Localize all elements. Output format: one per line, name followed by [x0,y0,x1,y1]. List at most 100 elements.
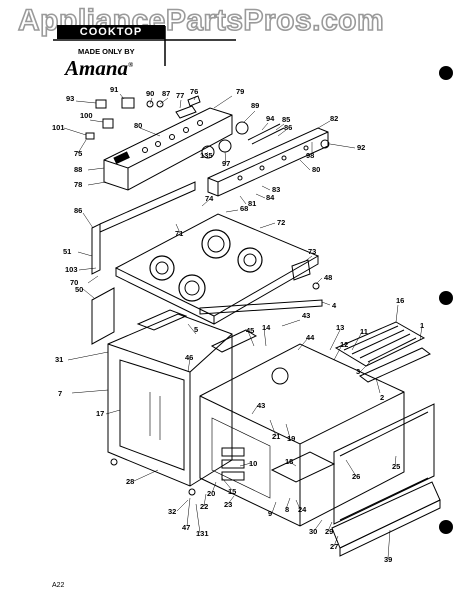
broiler-pan [359,347,431,383]
callout-15: 15 [228,487,236,496]
cooktop-top [114,213,320,325]
screw-88 [320,139,330,149]
callout-97: 97 [222,159,230,168]
oven-rack [334,321,426,367]
diagram-title-box: COOKTOP [57,25,165,39]
callout-68: 68 [240,204,248,213]
callout-75: 75 [74,149,82,158]
callout-5: 5 [194,325,198,334]
callout-79: 79 [236,87,244,96]
callout-51: 51 [63,247,71,256]
left-bracket [91,223,101,275]
callout-91: 91 [110,85,118,94]
callout-29: 29 [325,527,333,536]
callout-78: 78 [74,180,82,189]
callout-93: 93 [66,94,74,103]
callout-18: 18 [285,457,293,466]
front-trim-bar [199,299,323,315]
callout-24: 24 [298,505,307,514]
callout-101: 101 [52,123,65,132]
cabinet-frame [107,313,233,496]
callout-135: 135 [200,151,213,160]
callout-48: 48 [324,273,332,282]
callout-31: 31 [55,355,63,364]
thermostat-knob [235,121,249,135]
callout-70: 70 [70,278,78,287]
callout-73: 73 [308,247,316,256]
made-only-by-label: MADE ONLY BY [78,47,135,56]
callout-82: 82 [330,114,338,123]
callout-1: 1 [420,321,424,330]
left-side-panel [91,287,115,345]
callout-86: 86 [74,206,82,215]
callout-2: 2 [380,393,384,402]
callout-77: 77 [176,91,184,100]
selector-knob [218,139,232,153]
callout-13: 13 [336,323,344,332]
callout-94: 94 [266,114,275,123]
callout-23: 23 [224,500,232,509]
callout-50: 50 [75,285,83,294]
brand-logo: Amana® [65,56,133,81]
callout-17: 17 [96,409,104,418]
callout-88: 88 [74,165,82,174]
callout-80: 80 [312,165,320,174]
callout-22: 22 [200,502,208,511]
callout-21: 21 [272,432,280,441]
callout-28: 28 [126,477,134,486]
callout-39: 39 [384,555,392,564]
callout-83: 83 [272,185,280,194]
callout-30: 30 [309,527,317,536]
backguard-panel [103,107,233,191]
callout-19: 19 [287,434,295,443]
callout-90: 90 [146,89,154,98]
top-rail [99,181,196,233]
callout-80: 80 [134,121,142,130]
callout-43: 43 [302,311,310,320]
control-knobs [85,95,201,140]
callout-89: 89 [251,101,259,110]
callout-74: 74 [205,194,214,203]
callout-27: 27 [330,542,338,551]
callout-8: 8 [285,505,289,514]
callout-131: 131 [196,529,209,538]
callout-92: 92 [357,143,365,152]
callout-3: 3 [356,367,360,376]
regulator-assembly [210,329,258,353]
part-drawings [85,95,441,557]
callout-76: 76 [190,87,198,96]
binder-hole-top [439,66,453,80]
callout-20: 20 [207,489,215,498]
callout-84: 84 [266,193,275,202]
drawer-bottom [339,499,441,557]
callout-11: 11 [360,327,368,336]
callout-103: 103 [65,265,78,274]
callout-4: 4 [332,301,337,310]
callout-12: 12 [340,340,348,349]
callout-100: 100 [80,111,93,120]
callout-16: 16 [396,296,404,305]
trim-strip [247,123,285,145]
callout-44: 44 [306,333,315,342]
callout-86: 86 [284,123,292,132]
infinite-switch-knob [201,145,215,159]
callout-87: 87 [162,89,170,98]
callout-81: 81 [248,199,256,208]
callout-32: 32 [168,507,176,516]
callout-45: 45 [246,326,254,335]
callout-72: 72 [277,218,285,227]
callout-7: 7 [58,389,62,398]
oven-body [199,343,405,527]
leader-lines [63,93,423,559]
side-trim [291,259,311,281]
callout-26: 26 [352,472,360,481]
callout-10: 10 [249,459,257,468]
callout-14: 14 [262,323,271,332]
callout-25: 25 [392,462,400,471]
valve-assembly [136,309,188,331]
callout-47: 47 [182,523,190,532]
binder-hole-bottom [439,520,453,534]
callout-85: 85 [282,115,290,124]
